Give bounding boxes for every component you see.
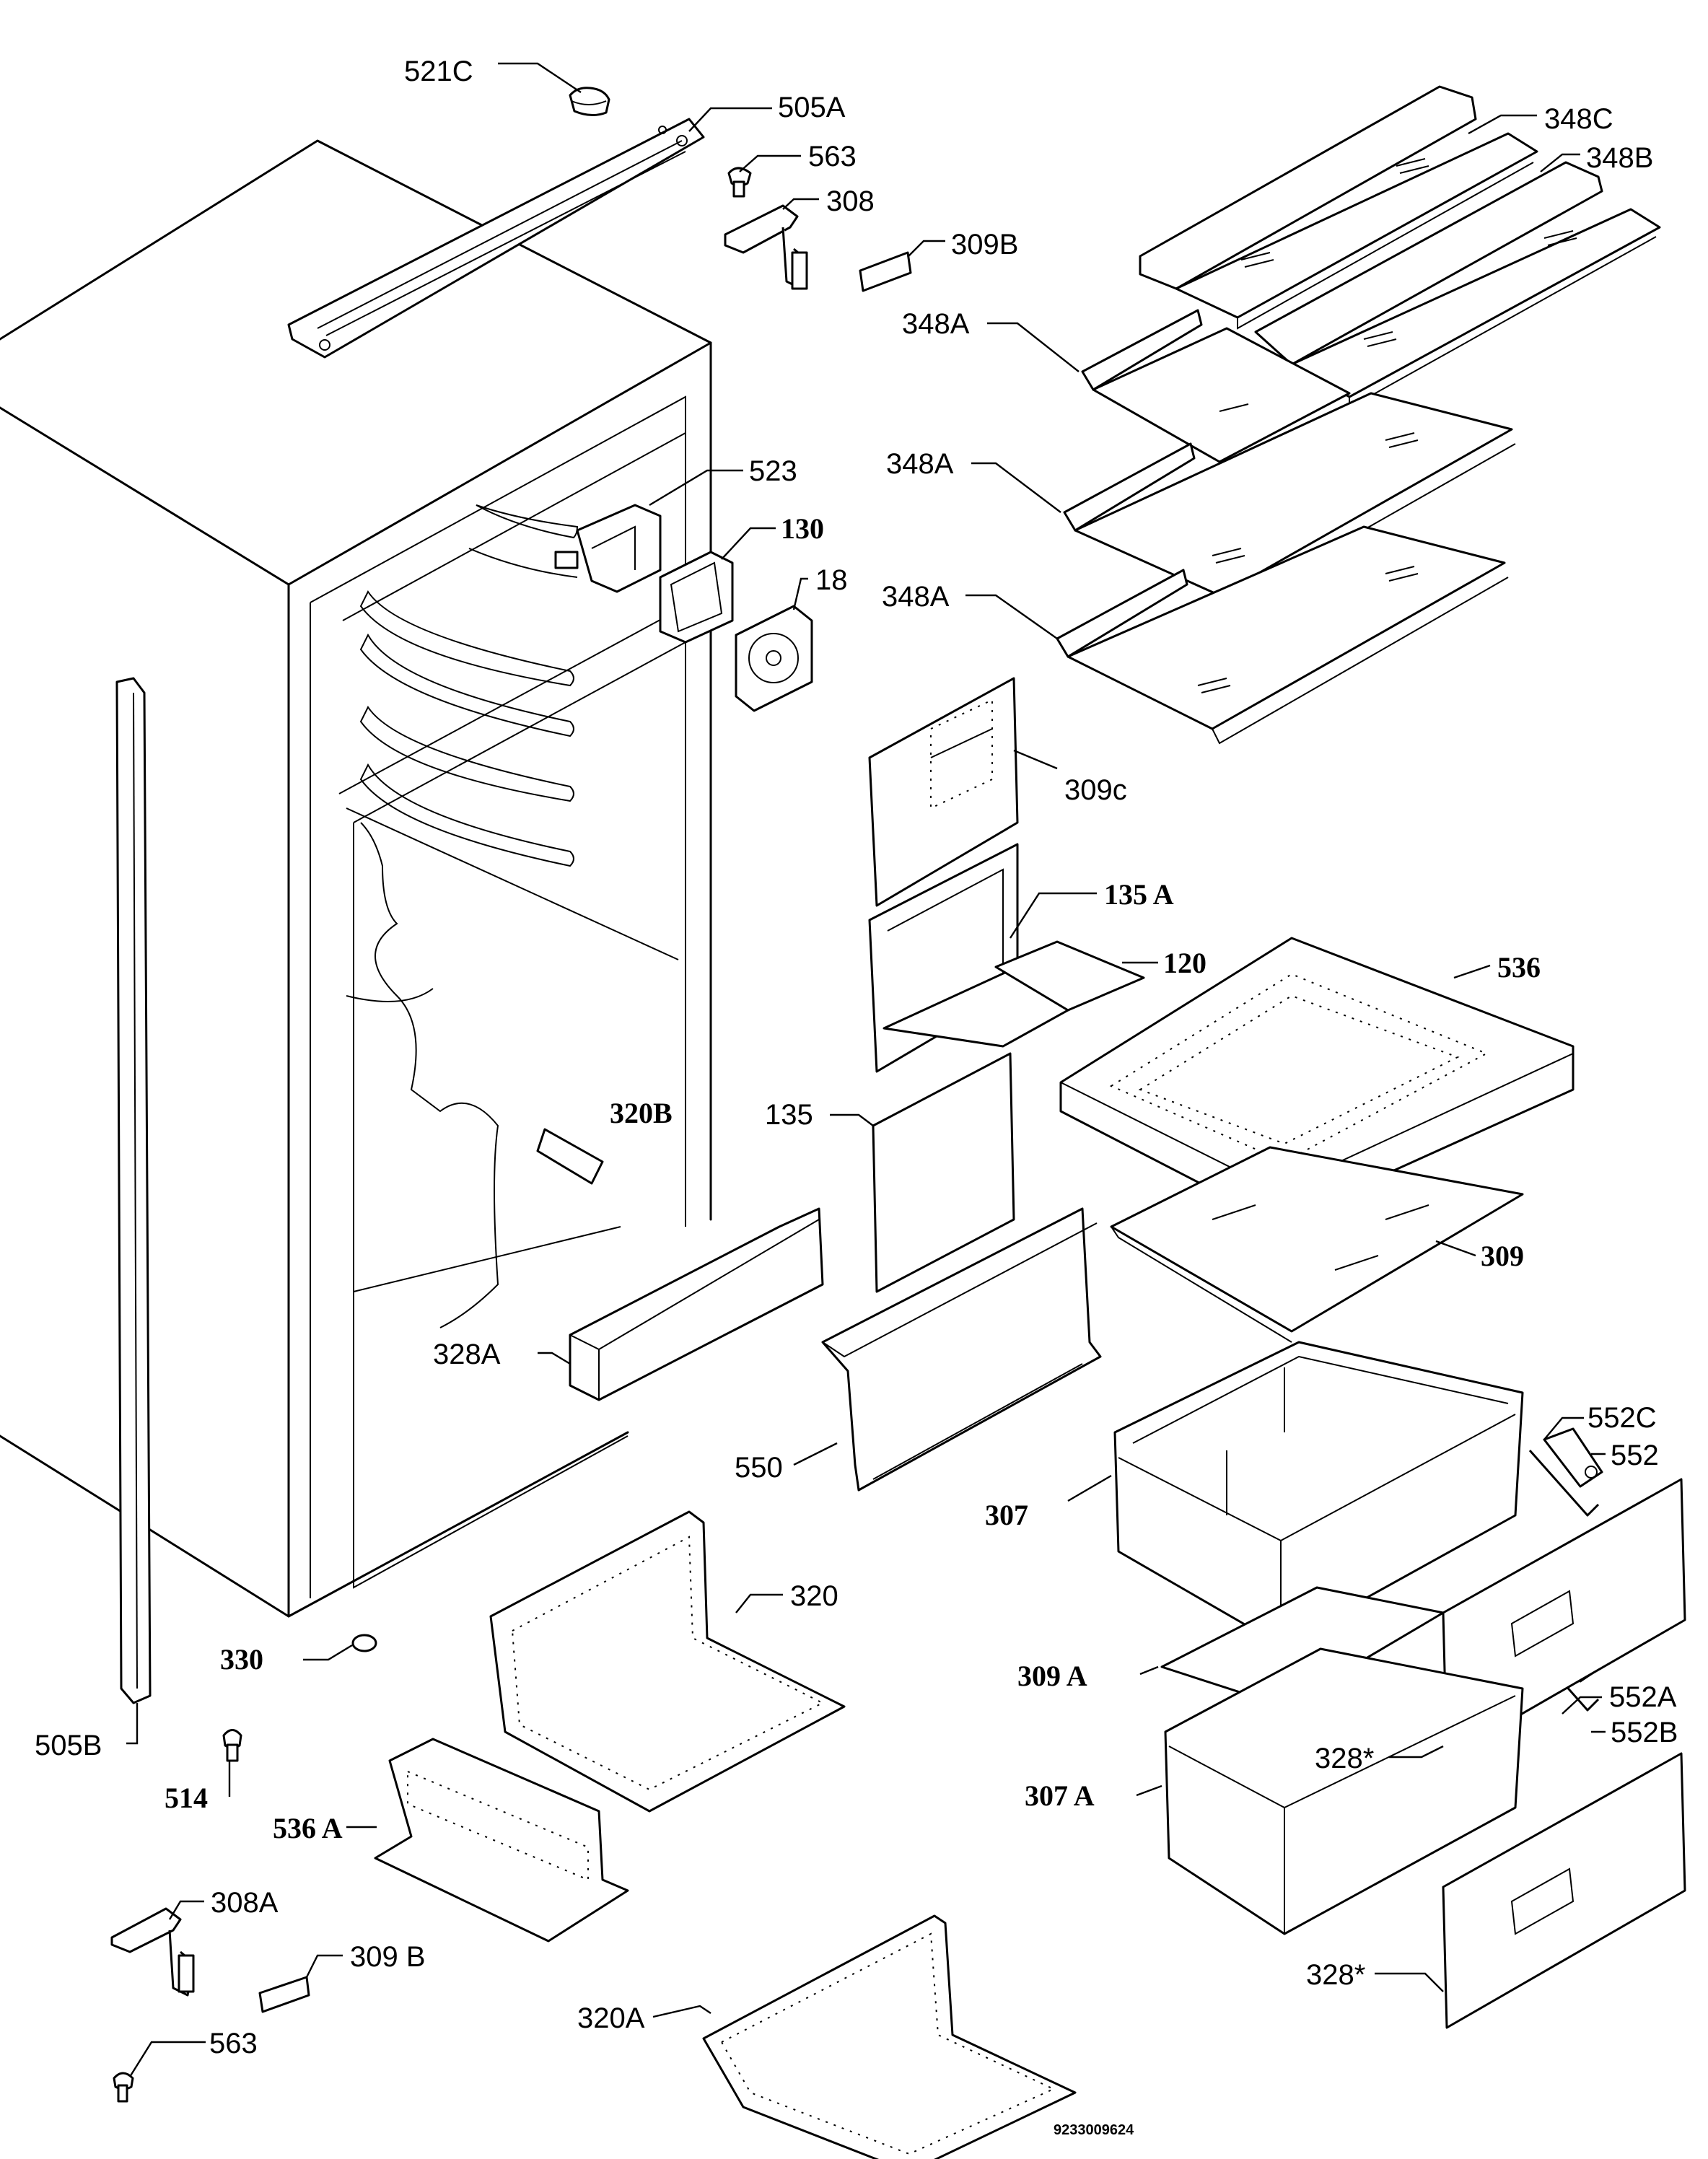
callout-labels: 521C 505A 563 308 309B 348C 348B 348A 34…: [35, 56, 1678, 2138]
label-307a: 307 A: [1025, 1779, 1095, 1812]
leader-lines: [126, 62, 1606, 2077]
label-309a: 309 A: [1017, 1660, 1087, 1692]
part-307a-drawer: [1164, 1647, 1524, 1935]
label-552a: 552A: [1609, 1681, 1677, 1713]
label-505b: 505B: [35, 1730, 102, 1761]
part-514-foot: [222, 1729, 242, 1762]
label-521c: 521C: [404, 56, 473, 87]
label-309: 309: [1481, 1240, 1524, 1272]
part-328a-door-bin: [569, 1207, 824, 1401]
part-120-flap: [994, 940, 1145, 1012]
label-309c: 309c: [1064, 774, 1127, 806]
part-309c-fan-cover: [868, 677, 1019, 907]
part-135-front-cover: [872, 1052, 1015, 1293]
label-348a-2: 348A: [886, 448, 954, 480]
part-523-housing: [554, 504, 662, 593]
part-330-grommet: [351, 1634, 377, 1652]
label-308: 308: [826, 185, 875, 217]
label-505a: 505A: [778, 92, 846, 123]
label-552b: 552B: [1611, 1717, 1678, 1748]
label-320: 320: [790, 1580, 838, 1612]
label-348a-3: 348A: [882, 581, 950, 613]
label-552: 552: [1611, 1440, 1659, 1471]
label-536a: 536 A: [273, 1812, 343, 1844]
label-328star-1: 328*: [1315, 1743, 1374, 1774]
label-563-top: 563: [808, 141, 857, 172]
label-328a: 328A: [433, 1339, 501, 1370]
part-563-screw-top: [727, 167, 752, 198]
label-308a: 308A: [211, 1887, 279, 1919]
glass-shelves: [1056, 85, 1661, 745]
label-130: 130: [781, 512, 824, 545]
label-550: 550: [735, 1452, 783, 1484]
label-320b: 320B: [610, 1097, 673, 1129]
label-563-bottom: 563: [209, 2028, 258, 2059]
label-18: 18: [815, 564, 848, 596]
label-320a: 320A: [577, 2002, 645, 2034]
label-309b-top: 309B: [951, 229, 1018, 260]
label-135: 135: [765, 1099, 813, 1131]
label-328star-2: 328*: [1306, 1959, 1365, 1991]
label-348b: 348B: [1586, 142, 1653, 174]
part-307-drawer: [1113, 1341, 1524, 1647]
part-309b-tag-bottom: [258, 1976, 310, 2013]
label-135a: 135 A: [1104, 878, 1174, 911]
part-308-hinge: [724, 204, 808, 290]
part-320b-clip: [536, 1128, 604, 1185]
part-521c-clip: [569, 87, 610, 116]
part-550-divider: [821, 1207, 1102, 1492]
label-552c: 552C: [1587, 1402, 1657, 1434]
label-348c: 348C: [1544, 103, 1613, 135]
label-536: 536: [1497, 951, 1541, 984]
part-308a-hinge: [110, 1907, 195, 1997]
label-330: 330: [220, 1643, 263, 1676]
part-563-screw-bottom: [113, 2072, 134, 2103]
part-320a-wire-basket: [702, 1914, 1077, 2159]
part-309-glass-plate: [1110, 1146, 1524, 1343]
part-505a-top-rail: [287, 118, 705, 359]
part-309b-tag-top: [859, 251, 912, 292]
part-18-fan: [735, 605, 813, 712]
part-505b-door-gasket: [115, 677, 152, 1704]
label-309b-bottom: 309 B: [350, 1941, 426, 1973]
label-307: 307: [985, 1499, 1028, 1531]
label-348a-1: 348A: [902, 308, 970, 340]
part-536a-wire-rack: [374, 1738, 629, 1943]
label-514: 514: [165, 1782, 208, 1814]
drawing-number: 9233009624: [1054, 2122, 1134, 2138]
label-523: 523: [749, 455, 797, 487]
part-130-frame: [659, 551, 734, 644]
part-320-wire-shelf: [489, 1510, 846, 1813]
label-120: 120: [1163, 947, 1206, 979]
